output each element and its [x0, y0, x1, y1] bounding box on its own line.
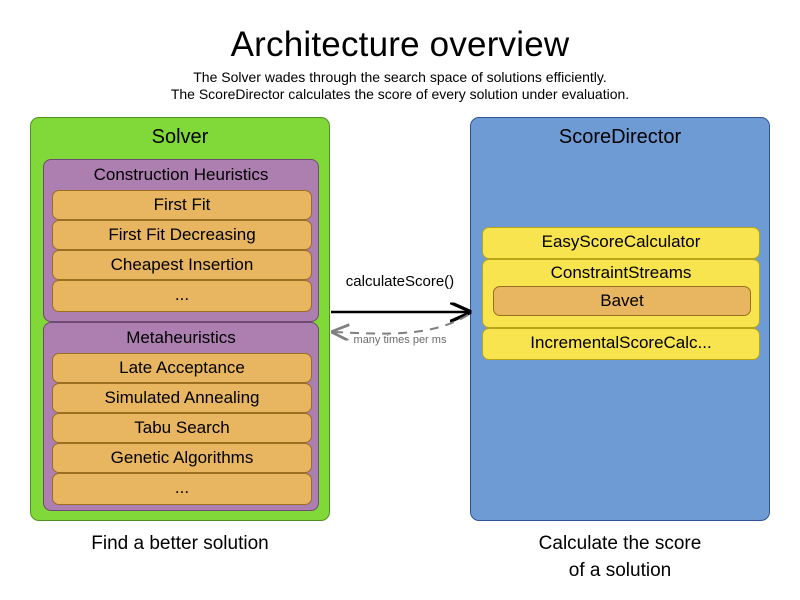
subtitle-line-2: The ScoreDirector calculates the score o… [170, 86, 630, 102]
item-late-acceptance[interactable]: Late Acceptance [52, 353, 312, 383]
item-metaheuristics-more[interactable]: ... [52, 473, 312, 505]
item-easy-score-calculator[interactable]: EasyScoreCalculator [482, 227, 760, 259]
caption-scoredirector-line-2: of a solution [568, 560, 672, 581]
item-cheapest-insertion[interactable]: Cheapest Insertion [52, 250, 312, 280]
solver-panel-title: Solver [151, 126, 209, 148]
solver-panel: Solver Construction Heuristics First Fit… [30, 117, 330, 521]
item-first-fit[interactable]: First Fit [52, 190, 312, 220]
scoredirector-panel-title: ScoreDirector [558, 126, 682, 148]
arrow-label-many-times-per-ms: many times per ms [353, 334, 447, 346]
item-incremental-score-calculator[interactable]: IncrementalScoreCalc... [482, 328, 760, 360]
group-metaheuristics: Metaheuristics Late Acceptance Simulated… [43, 322, 319, 511]
group-construction-heuristics: Construction Heuristics First Fit First … [43, 159, 319, 322]
page-title: Architecture overview [230, 25, 570, 64]
arrow-label-calculate-score: calculateScore() [345, 273, 455, 290]
item-constraint-streams-label: ConstraintStreams [550, 263, 692, 282]
item-simulated-annealing[interactable]: Simulated Annealing [52, 383, 312, 413]
caption-scoredirector-line-1: Calculate the score [538, 533, 702, 554]
item-bavet[interactable]: Bavet [493, 286, 751, 316]
caption-solver: Find a better solution [91, 533, 269, 554]
item-tabu-search[interactable]: Tabu Search [52, 413, 312, 443]
diagram-header: Architecture overview The Solver wades t… [0, 24, 800, 103]
item-constraint-streams[interactable]: ConstraintStreams Bavet [482, 259, 760, 328]
subtitle-line-1: The Solver wades through the search spac… [193, 69, 607, 85]
scoredirector-panel: ScoreDirector EasyScoreCalculator Constr… [470, 117, 770, 521]
item-genetic-algorithms[interactable]: Genetic Algorithms [52, 443, 312, 473]
caption-scoredirector: Calculate the score of a solution [470, 530, 770, 584]
arrow-many-times-per-ms [334, 314, 469, 334]
item-first-fit-decreasing[interactable]: First Fit Decreasing [52, 220, 312, 250]
group-metaheuristics-title: Metaheuristics [126, 328, 236, 347]
group-construction-heuristics-title: Construction Heuristics [93, 165, 269, 184]
item-construction-heuristics-more[interactable]: ... [52, 280, 312, 312]
